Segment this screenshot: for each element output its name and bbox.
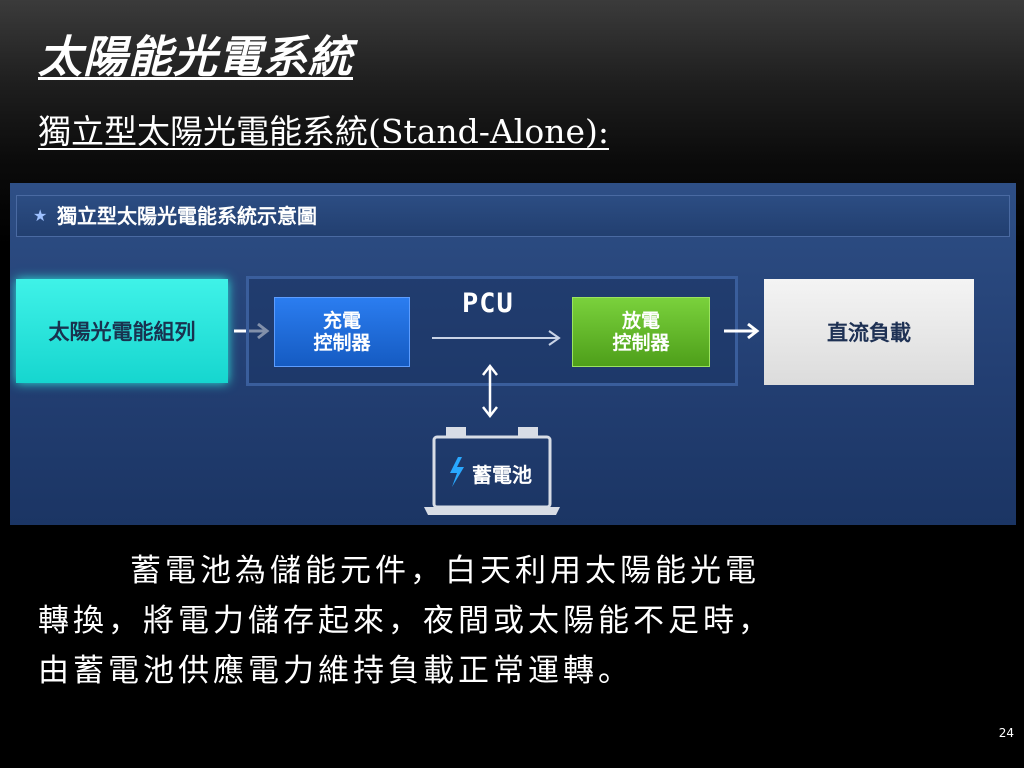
arrow-discharge-to-load	[724, 322, 760, 340]
arrow-charge-to-discharge	[432, 330, 561, 346]
dc-load-label: 直流負載	[827, 321, 911, 345]
charge-controller-box: 充電 控制器	[274, 297, 410, 367]
discharge-controller-line2: 控制器	[612, 332, 670, 354]
star-icon: ★	[33, 206, 48, 225]
diagram-header: ★ 獨立型太陽光電能系統示意圖	[16, 195, 1010, 237]
body-paragraph: 蓄電池為儲能元件，白天利用太陽能光電 轉換，將電力儲存起來，夜間或太陽能不足時，…	[38, 546, 1008, 696]
pcu-label: PCU	[462, 288, 514, 319]
charge-controller-line2: 控制器	[313, 332, 371, 354]
dc-load-box: 直流負載	[764, 279, 974, 385]
body-line-1: 蓄電池為儲能元件，白天利用太陽能光電	[130, 553, 760, 589]
charge-controller-line1: 充電	[322, 310, 361, 332]
discharge-controller-box: 放電 控制器	[572, 297, 710, 367]
diagram-title: 獨立型太陽光電能系統示意圖	[57, 204, 317, 228]
body-line-3: 由蓄電池供應電力維持負載正常運轉。	[38, 653, 633, 689]
lightning-icon	[450, 457, 464, 487]
page-number: 24	[998, 726, 1014, 740]
discharge-controller-line1: 放電	[621, 310, 660, 332]
solar-array-label: 太陽光電能組列	[48, 320, 196, 344]
solar-array-box: 太陽光電能組列	[16, 279, 228, 383]
battery-icon	[424, 427, 560, 515]
slide-subtitle: 獨立型太陽光電能系統(Stand-Alone):	[38, 112, 609, 151]
body-line-2: 轉換，將電力儲存起來，夜間或太陽能不足時，	[38, 603, 773, 639]
slide-title: 太陽能光電系統	[38, 32, 353, 83]
system-diagram: ★ 獨立型太陽光電能系統示意圖 太陽光電能組列 PCU 充電 控制器 放電 控制…	[10, 183, 1016, 525]
battery-label: 蓄電池	[472, 463, 532, 487]
arrow-bidirectional-battery	[482, 363, 498, 419]
